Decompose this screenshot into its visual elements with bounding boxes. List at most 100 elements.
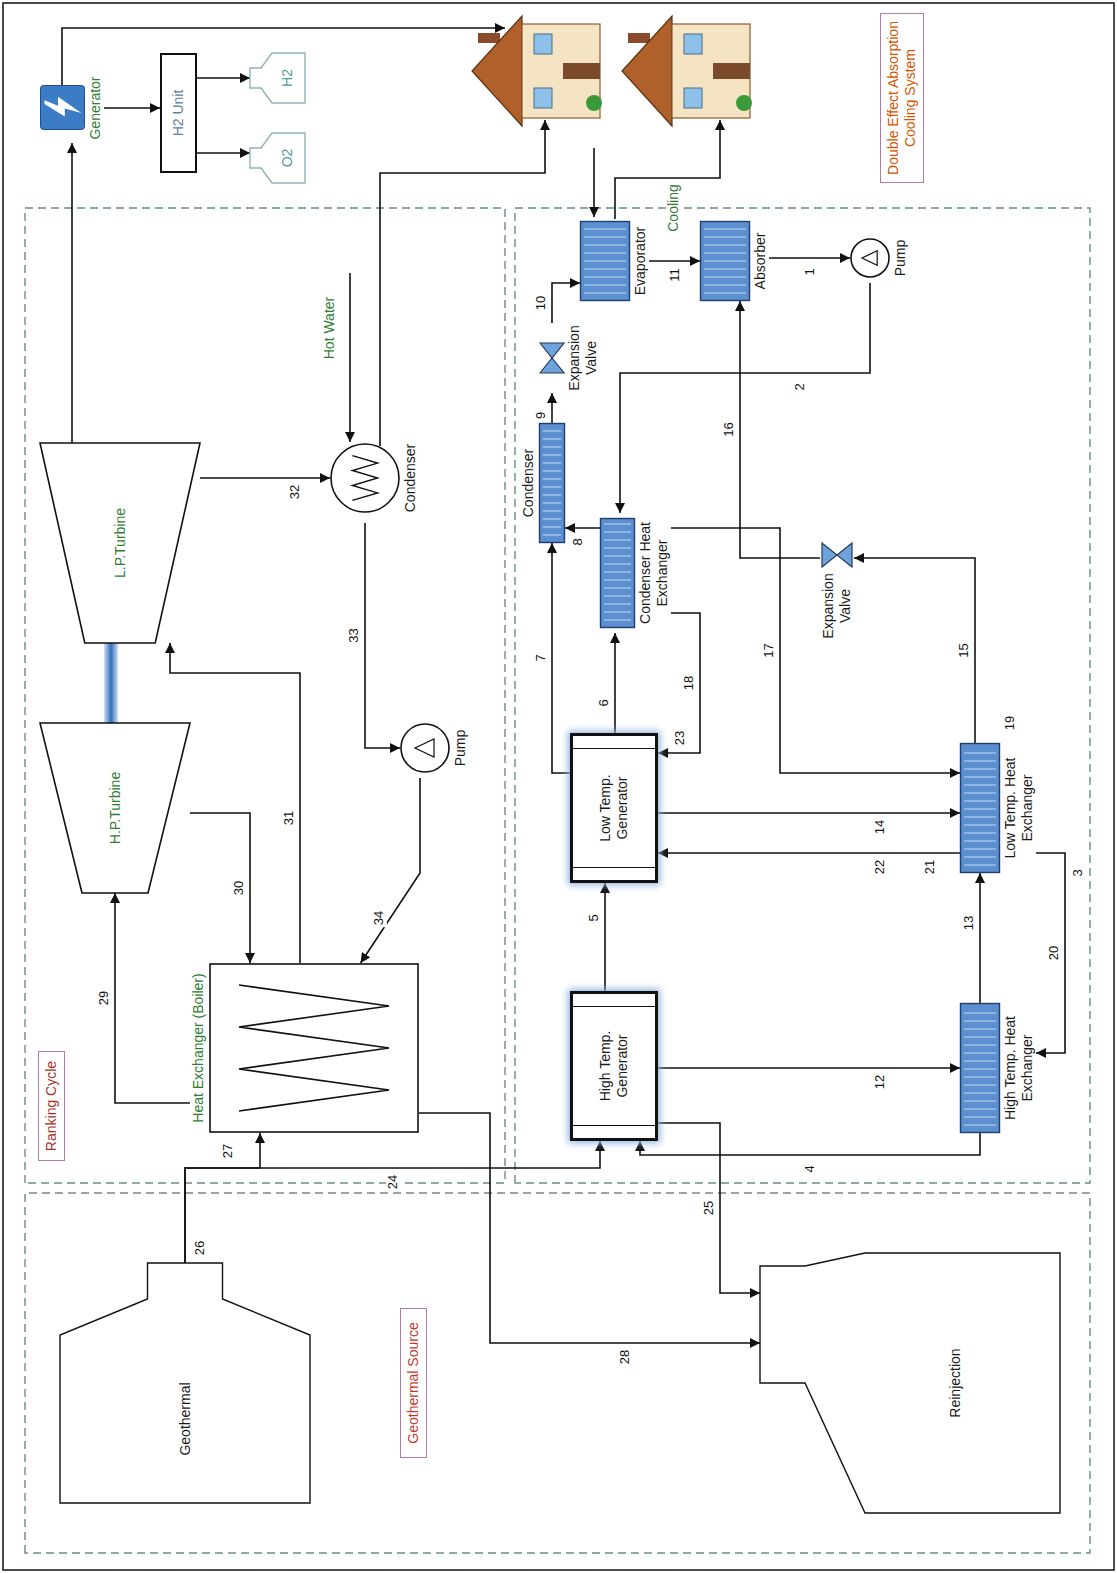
node-label: Ranking Cycle [43,1058,60,1154]
label-holder: H.P.Turbine [107,772,124,844]
state-number: 18 [682,674,696,692]
node-label: Condenser [402,444,419,513]
label-holder: Pump [892,240,909,277]
node-label: Generator [87,76,104,139]
state-number: 1 [802,266,816,277]
well-source: Geothermal [60,1263,310,1503]
flow-connector [658,852,960,854]
flow-connector [170,643,300,963]
flow-connector [365,523,400,748]
flow-connector [419,1113,760,1343]
node-label: Geothermal Source [405,1315,422,1451]
label-holder: Expansion Valve [820,569,854,643]
gas-tank: O2 [250,133,305,183]
node-label: Heat Exchanger (Boiler) [190,973,207,1122]
label-holder: Heat Exchanger (Boiler) [190,973,207,1122]
stream-label: Hot Water [322,295,337,362]
generator-vessel: Low Temp. Generator [570,733,658,883]
flow-connector [565,527,600,529]
label-holder: Geothermal [177,1382,194,1455]
turbine: H.P.Turbine [40,723,190,893]
flow-connector [361,778,420,963]
state-number: 21 [923,858,937,876]
state-number: 24 [385,1173,399,1191]
label-holder: Reinjection [947,1348,964,1417]
state-number: 9 [534,410,548,421]
electric-generator: Generator [40,73,104,143]
pump-circle [850,238,890,278]
state-number: 34 [372,909,386,927]
state-number: 6 [597,697,611,708]
region-title: Ranking Cycle [38,1051,65,1161]
flow-connector [190,813,250,963]
boiler-heat-exchanger: Heat Exchanger (Boiler) [190,963,419,1133]
exchanger-panel [580,221,630,301]
condenser-circle [330,443,400,513]
condenser-symbol: Condenser [330,433,419,523]
absorber-unit: Absorber [700,221,769,301]
state-number: 19 [1003,714,1017,732]
label-holder: Evaporator [632,227,649,295]
node-label: Double Effect Absorption Cooling System [885,20,919,176]
node-label: L.P.Turbine [112,508,129,578]
pump-circle [400,723,450,773]
flow-connector [854,558,975,743]
node-label: Pump [892,240,909,277]
hydrogen-unit: H2 Unit [160,53,197,173]
flow-connector [552,283,580,323]
state-number: 22 [873,858,887,876]
turbine-shaft [104,643,118,723]
state-number: 33 [347,626,361,644]
flow-connector [1036,853,1065,1053]
house-icon [622,16,752,126]
state-number: 31 [282,809,296,827]
cooling-water-inlet [349,273,351,442]
turbine: L.P.Turbine [40,443,200,643]
node-label: Low Temp. Generator [597,755,631,861]
flow-connector [197,152,250,154]
node-label: Expansion Valve [566,323,600,393]
node-label: Absorber [752,233,769,290]
flow-connector [71,143,73,443]
label-holder: Absorber [752,233,769,290]
state-number: 3 [1071,867,1085,878]
region-outline [515,208,1090,1183]
label-holder: Expansion Valve [566,323,600,393]
flow-connector [649,260,700,262]
flow-connector [104,107,160,109]
vessel-inner: Low Temp. Generator [573,748,655,868]
flow-connector [658,812,960,814]
flow-connector [658,1067,960,1069]
flow-connector [115,893,190,1103]
flow-connector [197,77,250,79]
state-number: 8 [570,536,584,547]
tank-outline [250,53,305,103]
state-number: 2 [793,381,807,392]
vessel-inner: High Temp. Generator [573,1006,655,1126]
page-frame [3,3,1114,1570]
valve-symbol [822,543,852,567]
node-label: High Temp. Generator [597,1013,631,1119]
flow-connector [551,393,553,423]
state-number: 28 [618,1348,632,1366]
flow-connector [769,257,850,259]
exchanger-panel [600,518,635,628]
condenser-unit: Condenser [520,423,565,543]
reinjection-well: Reinjection [760,1253,1060,1513]
flow-connector [552,543,570,773]
node-label: Low Temp. Heat Exchanger [1002,743,1036,873]
heat-exchanger: Condenser Heat Exchanger [600,513,671,633]
generator-vessel: High Temp. Generator [570,991,658,1141]
exchanger-panel [960,1003,1000,1133]
evaporator-unit: Evaporator [580,221,649,301]
node-label: High Temp. Heat Exchanger [1002,1003,1036,1133]
flow-connector [200,477,330,479]
flow-connector [671,528,960,773]
label-holder: O2 [279,149,296,168]
state-number: 10 [534,294,548,312]
state-number: 11 [667,266,681,284]
exchanger-panel [539,423,565,543]
